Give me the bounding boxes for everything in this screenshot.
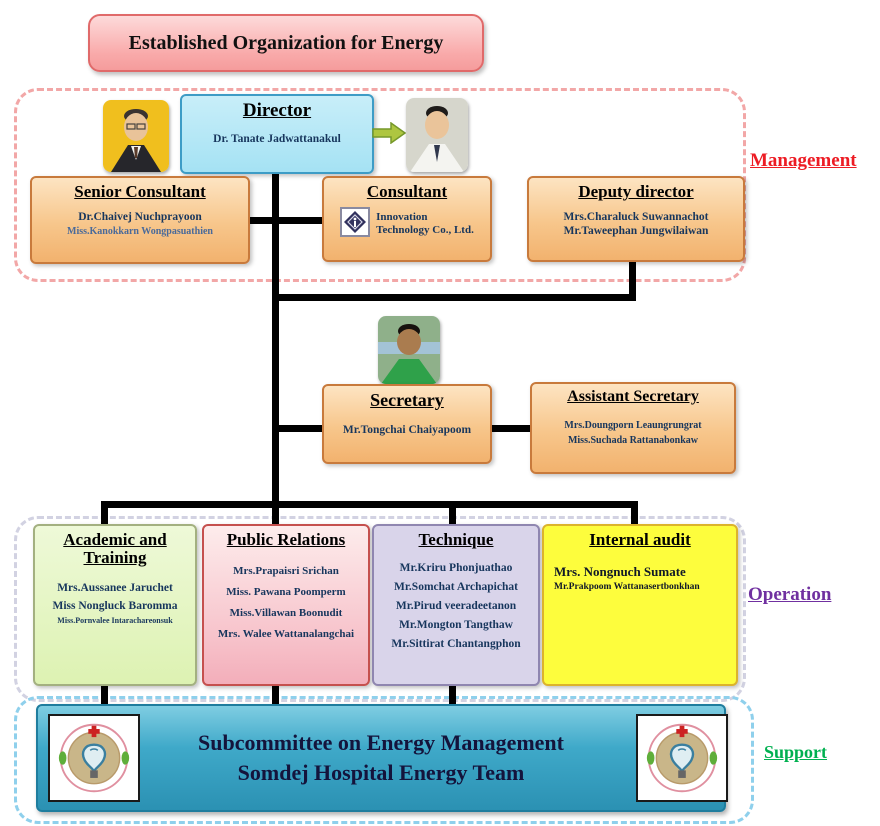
page-title: Established Organization for Energy (88, 14, 484, 72)
support-section-border (14, 696, 754, 824)
connector-stub-audit (631, 501, 638, 527)
senior-consultant-member: Dr.Chaivej Nuchprayoon (78, 210, 202, 223)
support-line1: Subcommittee on Energy Management (197, 730, 564, 756)
senior-consultant-member: Miss.Kanokkarn Wongpasuathien (67, 225, 213, 237)
director-photo (103, 100, 169, 172)
consultant-title: Consultant (366, 182, 448, 201)
academic-member: Miss.Pornvalee Intarachareonsuk (57, 616, 173, 626)
technique-member: Mr.Somchat Archapichat (394, 580, 518, 593)
assistant-secretary-member: Mrs.Doungporn Leaungrungrat (564, 419, 702, 431)
consultant-company-line1: Innovation (376, 210, 428, 223)
public-relations-member: Mrs. Walee Wattanalangchai (217, 627, 355, 640)
deputy-director-box: Deputy director Mrs.Charaluck Suwannacho… (527, 176, 745, 262)
senior-consultant-title: Senior Consultant (74, 182, 206, 201)
technique-member: Mr.Mongton Tangthaw (399, 618, 513, 631)
deputy-director-member: Mr.Taweephan Jungwilaiwan (563, 225, 709, 238)
technique-member: Mr.Kriru Phonjuathao (399, 561, 513, 574)
internal-audit-member: Mr.Prakpoom Wattanasertbonkhan (554, 582, 700, 593)
connector-management-horizontal (272, 294, 636, 301)
academic-member: Mrs.Aussanee Jaruchet (57, 581, 173, 594)
arrow-right-icon (372, 121, 407, 145)
connector-stub-academic (101, 501, 108, 527)
connector-support-stub-1 (101, 682, 108, 706)
academic-member: Miss Nongluck Baromma (52, 600, 178, 613)
secretary-name: Mr.Tongchai Chaiyapoom (342, 423, 472, 436)
senior-consultant-box: Senior Consultant Dr.Chaivej Nuchprayoon… (30, 176, 250, 264)
technique-title: Technique (418, 530, 494, 549)
secretary-title: Secretary (370, 390, 444, 410)
technique-member: Mr.Sittirat Chantangphon (391, 637, 521, 650)
company-logo-icon (340, 206, 371, 242)
director-photo-icon (103, 100, 169, 172)
connector-secretary-left (275, 425, 325, 432)
academic-training-box: Academic and Training Mrs.Aussanee Jaruc… (33, 524, 197, 686)
support-section-label: Support (764, 742, 828, 762)
director-title: Director (242, 100, 312, 121)
internal-audit-box: Internal audit Mrs. Nongnuch Sumate Mr.P… (542, 524, 738, 686)
deputy-director-member: Mrs.Charaluck Suwannachot (563, 210, 709, 223)
hospital-emblem-icon (58, 723, 130, 793)
public-relations-member: Miss. Pawana Poomperm (226, 585, 346, 598)
operation-section-label: Operation (748, 584, 832, 605)
deputy-director-title: Deputy director (578, 182, 694, 201)
support-line2: Somdej Hospital Energy Team (237, 760, 525, 785)
public-relations-title: Public Relations (226, 530, 346, 549)
technique-member: Mr.Pirud veeradeetanon (395, 599, 517, 612)
connector-deputy-vertical (629, 257, 636, 301)
hospital-emblem-icon (646, 723, 718, 793)
connector-operation-branch (101, 501, 638, 508)
connector-consultants (244, 217, 324, 224)
public-relations-box: Public Relations Mrs.Prapaisri Srichan M… (202, 524, 370, 686)
connector-support-stub-3 (449, 682, 456, 706)
public-relations-member: Mrs.Prapaisri Srichan (233, 564, 339, 577)
hospital-emblem-right (636, 714, 728, 802)
connector-stub-technique (449, 501, 456, 527)
successor-photo (406, 98, 468, 172)
successor-photo-icon (406, 98, 468, 172)
secretary-photo-icon (378, 316, 440, 384)
assistant-secretary-member: Miss.Suchada Rattanabonkaw (567, 434, 699, 446)
internal-audit-member: Mrs. Nongnuch Sumate (554, 563, 686, 579)
succession-arrow (372, 121, 407, 149)
consultant-company-line2: Technology Co., Ltd. (376, 224, 474, 237)
director-box: Director Dr. Tanate Jadwattanakul (180, 94, 374, 174)
hospital-emblem-left (48, 714, 140, 802)
support-committee-box: Subcommittee on Energy Management Somdej… (36, 704, 726, 812)
director-name: Dr. Tanate Jadwattanakul (213, 132, 341, 145)
connector-secretary-assistant (488, 425, 532, 432)
connector-main-vertical (272, 170, 279, 527)
secretary-box: Secretary Mr.Tongchai Chaiyapoom (322, 384, 492, 464)
academic-training-title: Academic and Training (63, 530, 167, 567)
assistant-secretary-title: Assistant Secretary (567, 388, 699, 405)
consultant-box: Consultant Innovation Technology Co., Lt… (322, 176, 492, 262)
operation-section-border (14, 516, 746, 702)
internal-audit-title: Internal audit (589, 530, 691, 549)
secretary-photo (378, 316, 440, 384)
technique-box: Technique Mr.Kriru Phonjuathao Mr.Somcha… (372, 524, 540, 686)
public-relations-member: Miss.Villawan Boonudit (229, 606, 343, 619)
assistant-secretary-box: Assistant Secretary Mrs.Doungporn Leaung… (530, 382, 736, 474)
management-section-label: Management (750, 150, 857, 171)
connector-support-stub-2 (272, 682, 279, 706)
